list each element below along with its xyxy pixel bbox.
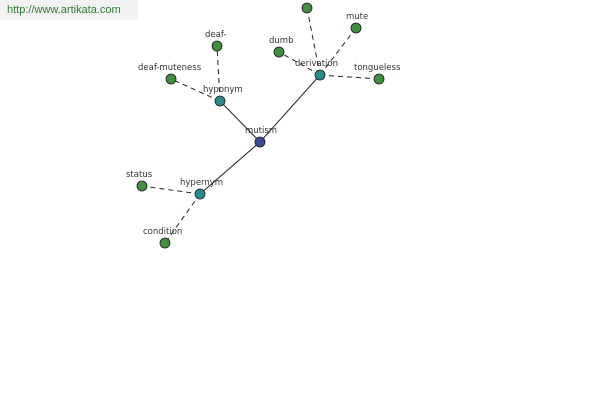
node-condition[interactable] bbox=[159, 237, 171, 249]
edge-tongueless bbox=[319, 74, 380, 80]
edge-derivation bbox=[259, 74, 321, 143]
node-hyponym-label[interactable]: hyponym bbox=[203, 85, 243, 95]
edge-hyponym bbox=[219, 100, 261, 143]
node-tongueless[interactable] bbox=[373, 73, 385, 85]
labels-layer: mutism hyponym derivation hypernym deaf-deaf… bbox=[126, 12, 401, 237]
node-hyponym[interactable] bbox=[214, 95, 226, 107]
node-unnamed[interactable] bbox=[301, 2, 313, 14]
node-deaf-muteness[interactable] bbox=[165, 73, 177, 85]
node-deaf-label[interactable]: deaf- bbox=[205, 30, 226, 40]
node-hypernym[interactable] bbox=[194, 188, 206, 200]
edge-dumb bbox=[278, 51, 321, 76]
node-dumb[interactable] bbox=[273, 46, 285, 58]
node-derivation[interactable] bbox=[314, 69, 326, 81]
edges-layer bbox=[141, 7, 380, 244]
edge-hypernym bbox=[199, 141, 261, 195]
node-dumb-label[interactable]: dumb bbox=[269, 36, 293, 46]
node-condition-label[interactable]: condition bbox=[143, 227, 182, 237]
node-mutism[interactable] bbox=[254, 136, 266, 148]
edge-unnamed bbox=[306, 7, 321, 76]
node-deaf-muteness-label[interactable]: deaf-muteness bbox=[138, 63, 202, 73]
node-deaf[interactable] bbox=[211, 40, 223, 52]
edge-condition bbox=[164, 193, 201, 244]
node-mutism-label[interactable]: mutism bbox=[245, 126, 277, 136]
node-tongueless-label[interactable]: tongueless bbox=[354, 63, 401, 73]
nodes-layer bbox=[136, 2, 385, 249]
node-status[interactable] bbox=[136, 180, 148, 192]
node-hypernym-label[interactable]: hypernym bbox=[180, 178, 223, 188]
watermark-bar: http://www.artikata.com bbox=[0, 0, 138, 20]
node-mute[interactable] bbox=[350, 22, 362, 34]
node-status-label[interactable]: status bbox=[126, 170, 153, 180]
edge-deaf bbox=[216, 45, 221, 102]
node-derivation-label[interactable]: derivation bbox=[295, 59, 338, 69]
watermark-link[interactable]: http://www.artikata.com bbox=[7, 4, 121, 16]
edge-mute bbox=[319, 27, 357, 76]
node-mute-label[interactable]: mute bbox=[346, 12, 368, 22]
edge-status bbox=[141, 185, 201, 195]
